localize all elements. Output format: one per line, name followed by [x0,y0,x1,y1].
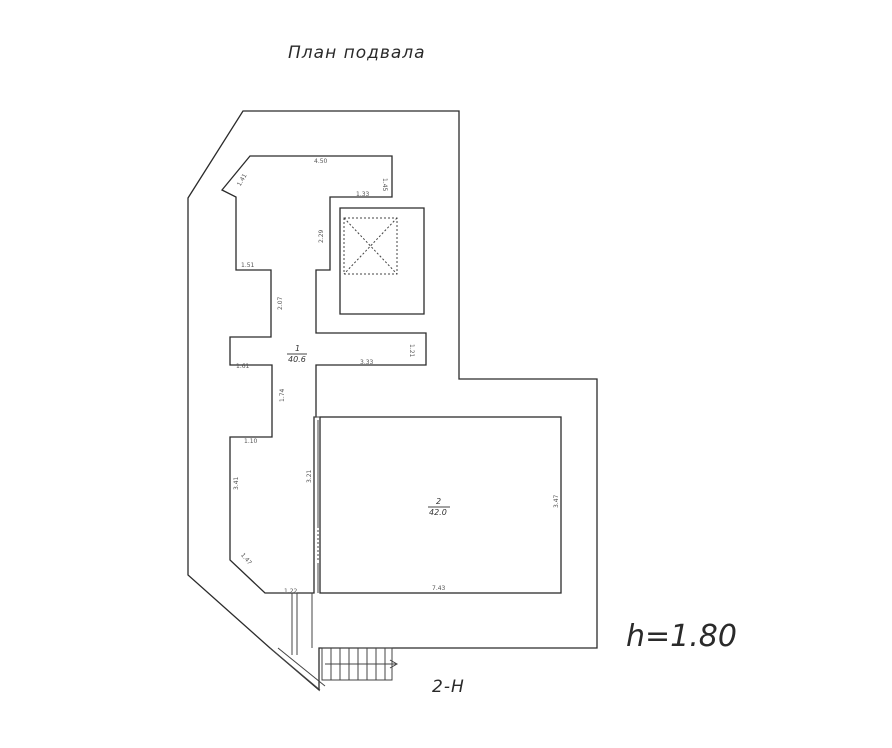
svg-text:1: 1 [295,344,300,353]
svg-text:40.6: 40.6 [288,355,306,364]
elevator-shaft-icon [343,217,398,275]
dim-shaft-side: 2.29 [318,229,325,243]
dim-top-left-diag: 1.41 [236,172,249,187]
dim-corridor-lower: 1.74 [279,388,286,402]
room-2-outline [319,416,562,594]
dim-stair-width: 1.22 [284,588,298,595]
section-label: 2-Н [432,677,465,697]
dim-top: 4.50 [314,158,328,165]
dim-right-mid: 1.21 [408,344,415,358]
room-2-label: 2 42.0 [428,497,450,517]
dim-right-top: 1.45 [381,178,388,192]
plan-title: План подвала [288,43,426,63]
height-label: h=1.80 [626,619,737,654]
dim-room2-right: 3.47 [553,494,560,508]
dim-left-lower: 3.41 [233,476,240,490]
dim-left-mid: 1.61 [236,363,250,370]
dim-step: 1.33 [356,191,370,198]
svg-text:2: 2 [436,497,441,506]
dim-corridor-upper: 2.07 [277,296,284,310]
dim-left-upper: 1.51 [241,262,255,269]
room-1-label: 1 40.6 [287,344,307,364]
dim-bottom-diag: 1.47 [239,552,253,567]
dim-corridor-width: 3.33 [360,359,374,366]
stair-icon [269,593,399,691]
outer-wall [187,110,598,692]
shaft-enclosure [339,207,425,315]
dim-room2-left: 3.21 [306,469,313,483]
dim-room2-bottom: 7.43 [432,585,446,592]
svg-text:42.0: 42.0 [429,508,447,517]
room-1-outline [220,155,427,594]
dim-left-lower-short: 1.10 [244,438,258,445]
